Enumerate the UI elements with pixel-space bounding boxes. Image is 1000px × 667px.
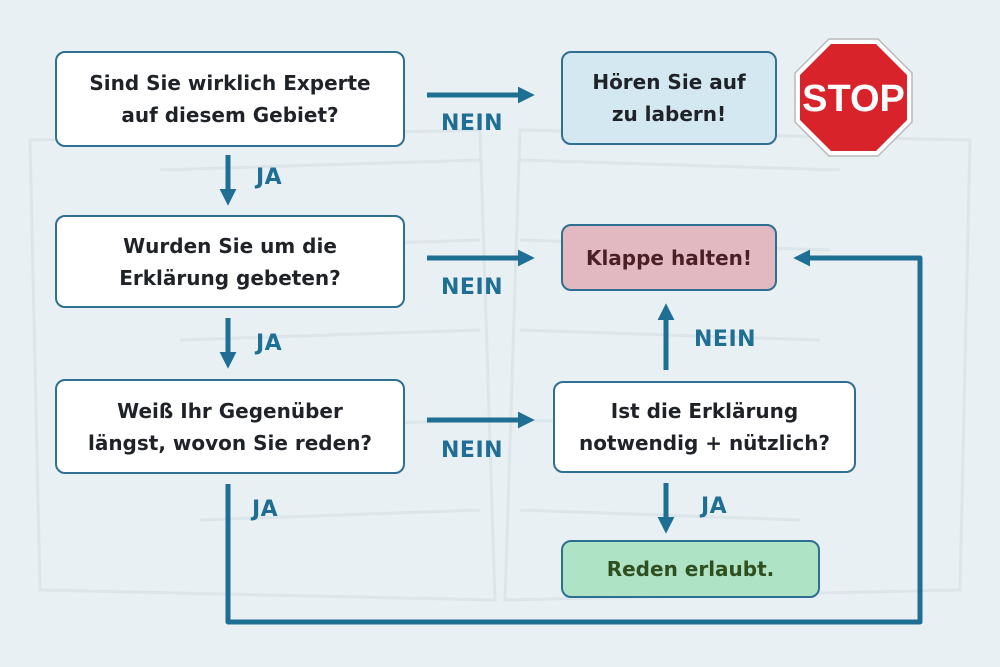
label-ja-expert: JA (256, 165, 283, 190)
label-nein-asked: NEIN (441, 275, 504, 300)
arrow-knows-ja-loop (225, 249, 923, 625)
box-necessary-question: Ist die Erklärung notwendig + nützlich? (553, 381, 856, 473)
box-shut-up: Klappe halten! (561, 224, 777, 291)
box-asked-question: Wurden Sie um die Erklärung gebeten? (55, 215, 405, 308)
box-expert-question: Sind Sie wirklich Experte auf diesem Geb… (55, 51, 405, 147)
label-nein-knows: NEIN (441, 438, 504, 463)
stop-sign-text: STOP (802, 78, 905, 120)
label-ja-necessary: JA (701, 494, 728, 519)
box-knows-question: Weiß Ihr Gegenüber längst, wovon Sie red… (55, 379, 405, 474)
label-ja-knows: JA (252, 497, 279, 522)
box-talking-allowed: Reden erlaubt. (561, 540, 820, 598)
label-ja-asked: JA (256, 331, 283, 356)
label-nein-necessary: NEIN (694, 327, 757, 352)
box-stop-talking: Hören Sie auf zu labern! (561, 51, 777, 145)
stop-sign-icon: STOP (794, 38, 913, 157)
label-nein-expert: NEIN (441, 111, 504, 136)
